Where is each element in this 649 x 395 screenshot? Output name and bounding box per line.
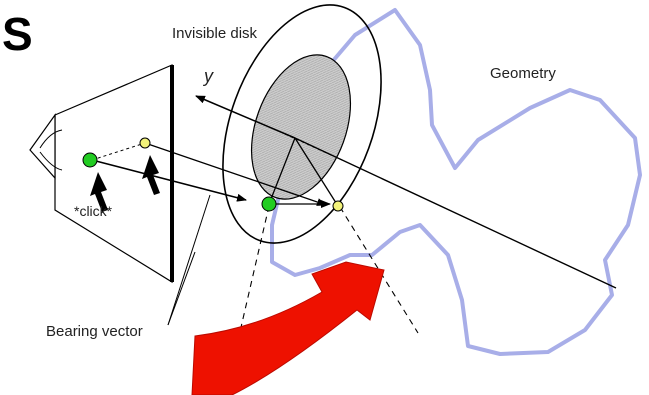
- y-axis-label: y: [202, 66, 214, 86]
- curved-arrow-icon: [191, 261, 385, 395]
- disk-triangle-edge-left: [268, 137, 296, 205]
- projection-dashed-right: [339, 206, 419, 334]
- camera-frustum-icon: [29, 64, 174, 284]
- y-axis-arrow: [195, 95, 296, 139]
- disk-normal-dashed: [284, 133, 343, 161]
- ray-yellow: [144, 142, 327, 206]
- mouse-cursor-arrow-icon: [142, 155, 160, 195]
- shaded-disk: [250, 54, 352, 200]
- click-label: *click*: [74, 203, 113, 219]
- geometry-label: Geometry: [490, 65, 556, 82]
- invisible-disk-label: Invisible disk: [172, 25, 258, 42]
- ray-green: [91, 159, 247, 202]
- invisible-disk-ellipse: [222, 4, 382, 244]
- image-point-yellow: [139, 137, 151, 149]
- geometry-outline: [270, 8, 642, 356]
- disk-normal-line: [294, 137, 617, 289]
- bearing-vector-label: Bearing vector: [46, 323, 143, 340]
- disk-point-green: [261, 196, 277, 212]
- disk-point-yellow: [332, 200, 344, 212]
- bearing-vector-leader-1: [167, 194, 211, 326]
- panel-letter: S: [2, 8, 33, 60]
- disk-triangle-edge-right: [294, 137, 339, 207]
- mouse-cursor-arrow-icon: [90, 172, 108, 212]
- image-point-green: [82, 152, 98, 168]
- bearing-vector-leader-2: [167, 251, 196, 326]
